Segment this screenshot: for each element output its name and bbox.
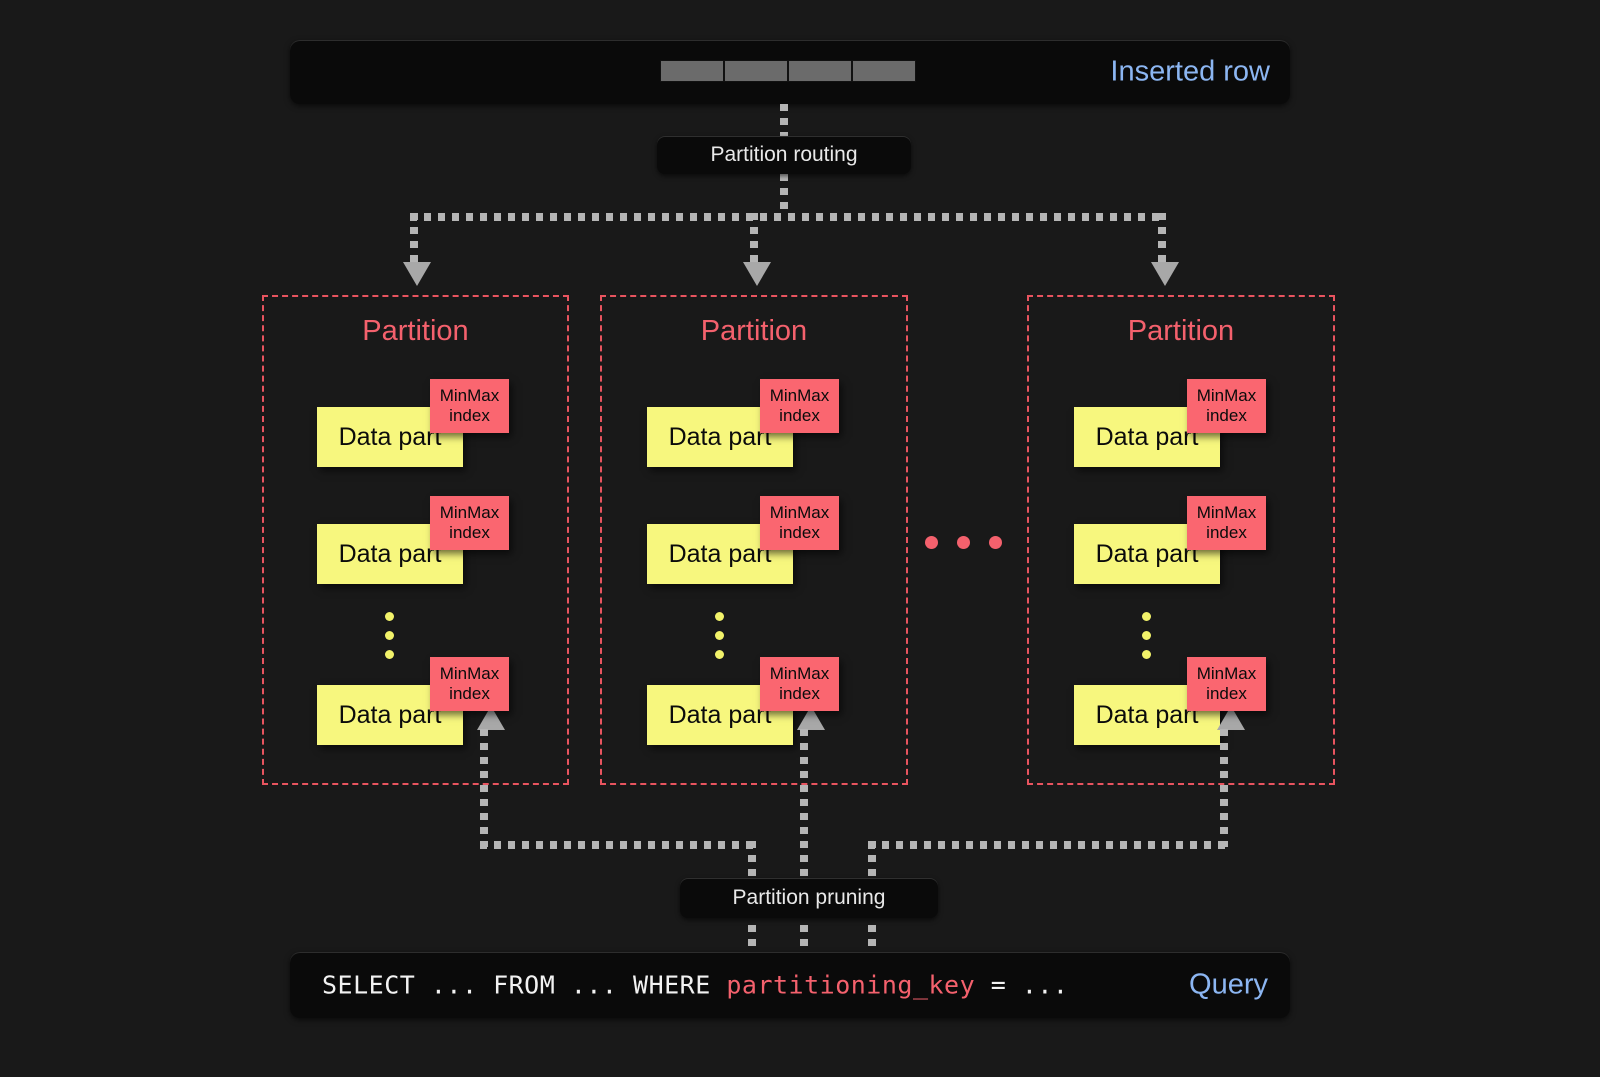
query-bar: SELECT ... FROM ... WHERE partitioning_k… — [290, 952, 1290, 1018]
query-partitioning-key: partitioning_key — [726, 970, 976, 1000]
data-part-ellipsis — [1141, 612, 1151, 659]
data-part-box: Data part — [317, 524, 463, 584]
inserted-row-bar: Inserted row — [290, 40, 1290, 104]
ellipsis-dot — [1141, 612, 1151, 621]
minmax-line-2: index — [779, 406, 820, 425]
partition-pruning-label: Partition pruning — [680, 878, 938, 918]
minmax-index-box: MinMax index — [760, 657, 839, 711]
minmax-line-1: MinMax — [769, 664, 830, 684]
minmax-line-2: index — [1206, 523, 1247, 542]
minmax-index-box: MinMax index — [760, 496, 839, 550]
data-part-box: Data part — [1074, 685, 1220, 745]
arrow-into-partition-1-icon — [403, 262, 431, 286]
minmax-line-1: MinMax — [439, 503, 500, 523]
inserted-row-label: Inserted row — [1110, 55, 1270, 88]
ellipsis-dot — [1141, 631, 1151, 640]
minmax-line-1: MinMax — [1196, 664, 1257, 684]
ellipsis-dot — [384, 650, 394, 659]
ellipsis-dot — [714, 631, 724, 640]
minmax-index-box: MinMax index — [1187, 496, 1266, 550]
connector-prune-vertical-3 — [1220, 729, 1228, 847]
minmax-index-box: MinMax index — [430, 496, 509, 550]
minmax-line-2: index — [779, 523, 820, 542]
partition-title: Partition — [1127, 315, 1235, 347]
minmax-line-2: index — [449, 523, 490, 542]
minmax-index-box: MinMax index — [1187, 657, 1266, 711]
ellipsis-dot — [1141, 650, 1151, 659]
minmax-index-box: MinMax index — [1187, 379, 1266, 433]
inserted-row-cells — [660, 60, 916, 82]
connector-bus-to-partition-2 — [750, 213, 758, 265]
arrow-into-partition-2-icon — [743, 262, 771, 286]
connector-prune-horizontal-left — [480, 841, 756, 849]
query-statement: SELECT ... FROM ... WHERE partitioning_k… — [322, 971, 1068, 1000]
partition-box-2: Partition MinMax index Data part MinMax … — [600, 295, 908, 785]
minmax-line-1: MinMax — [769, 386, 830, 406]
minmax-index-box: MinMax index — [430, 657, 509, 711]
minmax-line-2: index — [779, 684, 820, 703]
minmax-line-2: index — [1206, 684, 1247, 703]
partition-routing-label: Partition routing — [657, 136, 911, 174]
minmax-line-2: index — [1206, 406, 1247, 425]
minmax-index-box: MinMax index — [430, 379, 509, 433]
data-part-ellipsis — [714, 612, 724, 659]
ellipsis-dot — [989, 536, 1002, 549]
partition-box-3: Partition MinMax index Data part MinMax … — [1027, 295, 1335, 785]
data-part-ellipsis — [384, 612, 394, 659]
minmax-line-1: MinMax — [439, 386, 500, 406]
partition-ellipsis — [925, 536, 1002, 549]
minmax-line-1: MinMax — [1196, 386, 1257, 406]
connector-prune-vertical-1 — [480, 729, 488, 847]
connector-prune-horizontal-right — [868, 841, 1228, 849]
connector-bus-to-partition-3 — [1158, 213, 1166, 265]
arrow-into-partition-3-icon — [1151, 262, 1179, 286]
ellipsis-dot — [384, 612, 394, 621]
partition-box-1: Partition MinMax index Data part MinMax … — [262, 295, 569, 785]
minmax-line-2: index — [449, 684, 490, 703]
query-label: Query — [1189, 968, 1268, 1001]
ellipsis-dot — [714, 612, 724, 621]
ellipsis-dot — [957, 536, 970, 549]
minmax-line-1: MinMax — [439, 664, 500, 684]
minmax-line-1: MinMax — [769, 503, 830, 523]
row-cell — [852, 60, 916, 82]
query-suffix: = ... — [975, 970, 1069, 1000]
data-part-box: Data part — [647, 524, 793, 584]
connector-row-to-routing — [780, 104, 788, 138]
ellipsis-dot — [714, 650, 724, 659]
connector-routing-to-bus — [780, 174, 788, 216]
minmax-line-2: index — [449, 406, 490, 425]
ellipsis-dot — [925, 536, 938, 549]
partition-title: Partition — [362, 315, 469, 347]
connector-prune-vertical-2 — [800, 729, 808, 951]
row-cell — [788, 60, 852, 82]
connector-distribution-bus — [410, 213, 1162, 221]
partition-title: Partition — [700, 315, 808, 347]
query-prefix: SELECT ... FROM ... WHERE — [322, 970, 727, 1000]
connector-bus-to-partition-1 — [410, 213, 418, 265]
minmax-line-1: MinMax — [1196, 503, 1257, 523]
ellipsis-dot — [384, 631, 394, 640]
row-cell — [660, 60, 724, 82]
minmax-index-box: MinMax index — [760, 379, 839, 433]
row-cell — [724, 60, 788, 82]
